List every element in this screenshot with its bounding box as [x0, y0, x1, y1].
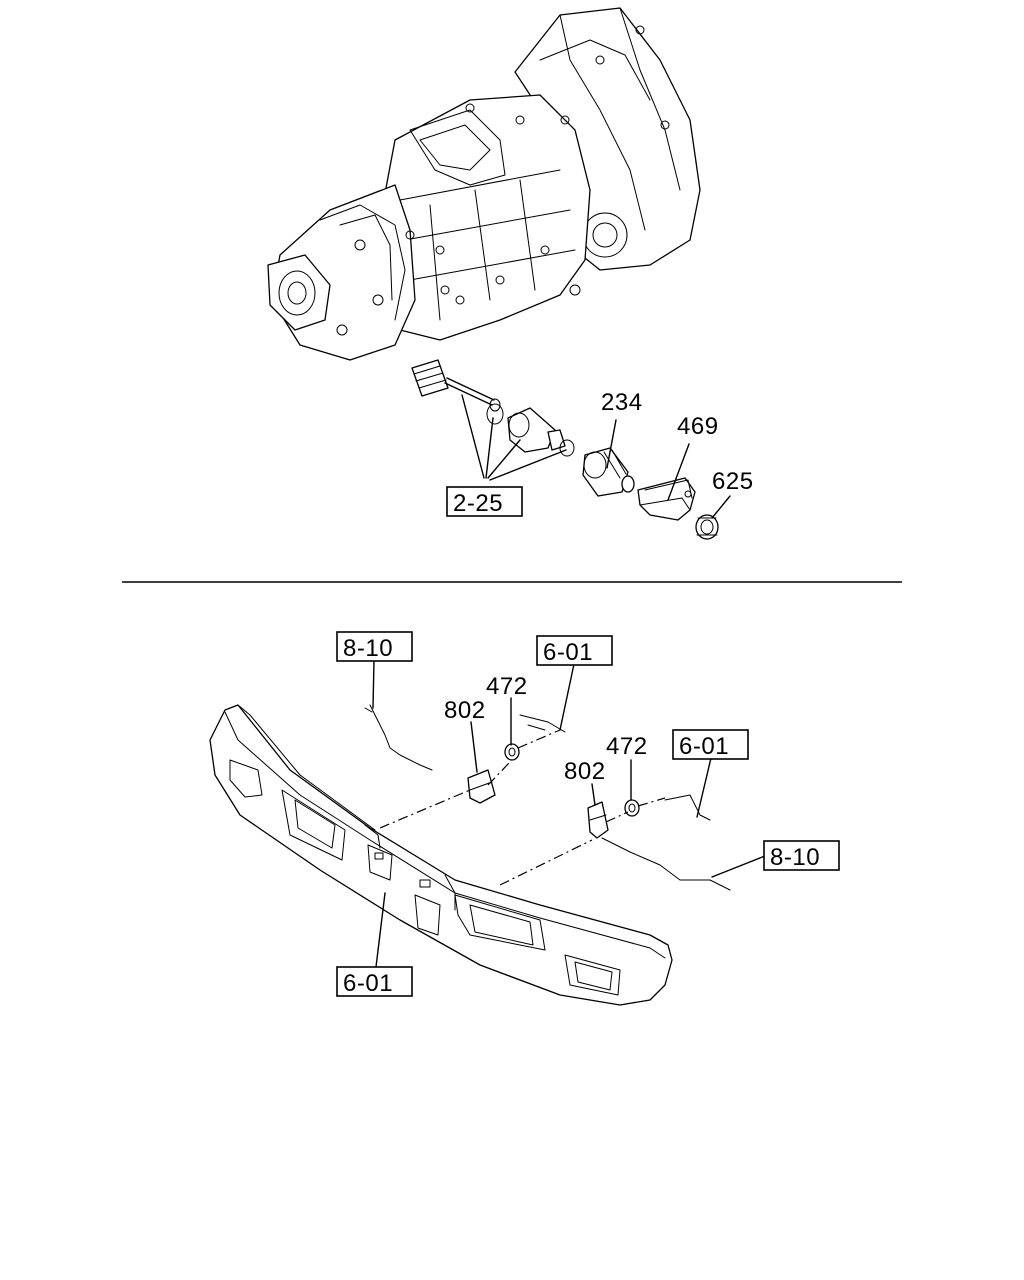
callout-625: 625 — [712, 468, 754, 495]
callout-469: 469 — [677, 413, 719, 440]
upper-leader-lines — [461, 394, 731, 519]
callout-472-right: 472 — [606, 733, 648, 760]
ref-8-10-right-label: 8-10 — [770, 844, 820, 871]
ref-box-6-01-bumper[interactable]: 6-01 — [336, 966, 413, 997]
right-sensor-assembly — [499, 794, 731, 891]
lower-leader-lines — [372, 659, 766, 968]
ref-box-6-01-right[interactable]: 6-01 — [672, 729, 749, 760]
callout-802-right: 802 — [564, 758, 606, 785]
ref-6-01-right-label: 6-01 — [679, 733, 729, 760]
ref-2-25-label: 2-25 — [453, 490, 503, 517]
ref-8-10-left-label: 8-10 — [343, 635, 393, 662]
ref-box-6-01-left[interactable]: 6-01 — [536, 635, 613, 666]
ref-6-01-bumper-label: 6-01 — [343, 970, 393, 997]
callout-234: 234 — [601, 389, 643, 416]
ref-box-8-10-left[interactable]: 8-10 — [336, 631, 413, 662]
ref-6-01-left-label: 6-01 — [543, 639, 593, 666]
left-sensor-assembly — [364, 704, 566, 829]
callout-802-left: 802 — [444, 697, 486, 724]
ref-box-2-25[interactable]: 2-25 — [446, 486, 523, 517]
bumper-illustration — [209, 704, 673, 1006]
transmission-illustration — [267, 7, 719, 540]
ref-box-8-10-right[interactable]: 8-10 — [763, 840, 840, 871]
callout-472-left: 472 — [486, 673, 528, 700]
